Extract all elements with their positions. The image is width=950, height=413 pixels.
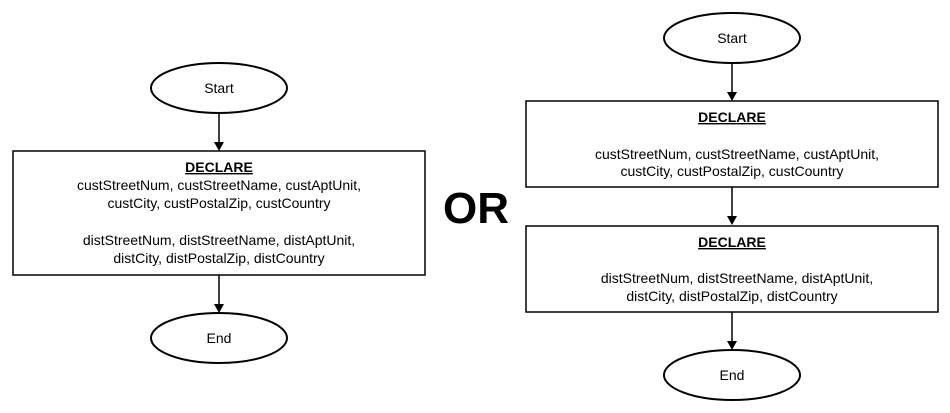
left-cust-line2: custCity, custPostalZip, custCountry [107,195,330,211]
left-end-label: End [207,330,232,346]
right-arrow-start-to-declare1 [727,63,737,101]
left-declare-heading: DECLARE [185,159,253,175]
left-end-shape [150,312,288,364]
right-declare1-shape [525,100,939,188]
left-declare-box: DECLARE custStreetNum, custStreetName, c… [12,150,426,276]
left-declare-shape [12,150,426,276]
right-declare2-shape [525,225,939,313]
right-declare1-heading: DECLARE [698,109,766,125]
right-arrow-declare2-to-end [727,312,737,350]
right-start-label: Start [717,30,747,46]
right-arrow-declare1-to-declare2 [727,187,737,225]
right-declare2-heading: DECLARE [698,234,766,250]
right-end-shape [663,349,801,401]
or-separator: OR [443,184,509,233]
right-end-terminal: End [663,349,801,401]
left-dist-line2: distCity, distPostalZip, distCountry [113,250,324,266]
left-flowchart: Start DECLARE custStreetNum, custStreetN… [12,62,426,364]
right-flowchart: Start DECLARE custStreetNum, custStreetN… [525,12,939,401]
right-declare1-box: DECLARE custStreetNum, custStreetName, c… [525,100,939,188]
right-start-terminal: Start [663,12,801,64]
right-declare2-line2: distCity, distPostalZip, distCountry [626,288,837,304]
right-end-label: End [720,367,745,383]
right-declare2-box: DECLARE distStreetNum, distStreetName, d… [525,225,939,313]
left-start-label: Start [204,80,234,96]
left-dist-line1: distStreetNum, distStreetName, distAptUn… [83,232,355,248]
right-declare1-line2: custCity, custPostalZip, custCountry [620,163,843,179]
left-cust-line1: custStreetNum, custStreetName, custAptUn… [77,177,361,193]
right-declare1-line1: custStreetNum, custStreetName, custAptUn… [595,146,879,162]
right-declare2-line1: distStreetNum, distStreetName, distAptUn… [601,270,873,286]
left-end-terminal: End [150,312,288,364]
left-arrow-declare-to-end [214,275,224,313]
left-arrow-start-to-declare [214,113,224,151]
left-start-terminal: Start [150,62,288,114]
